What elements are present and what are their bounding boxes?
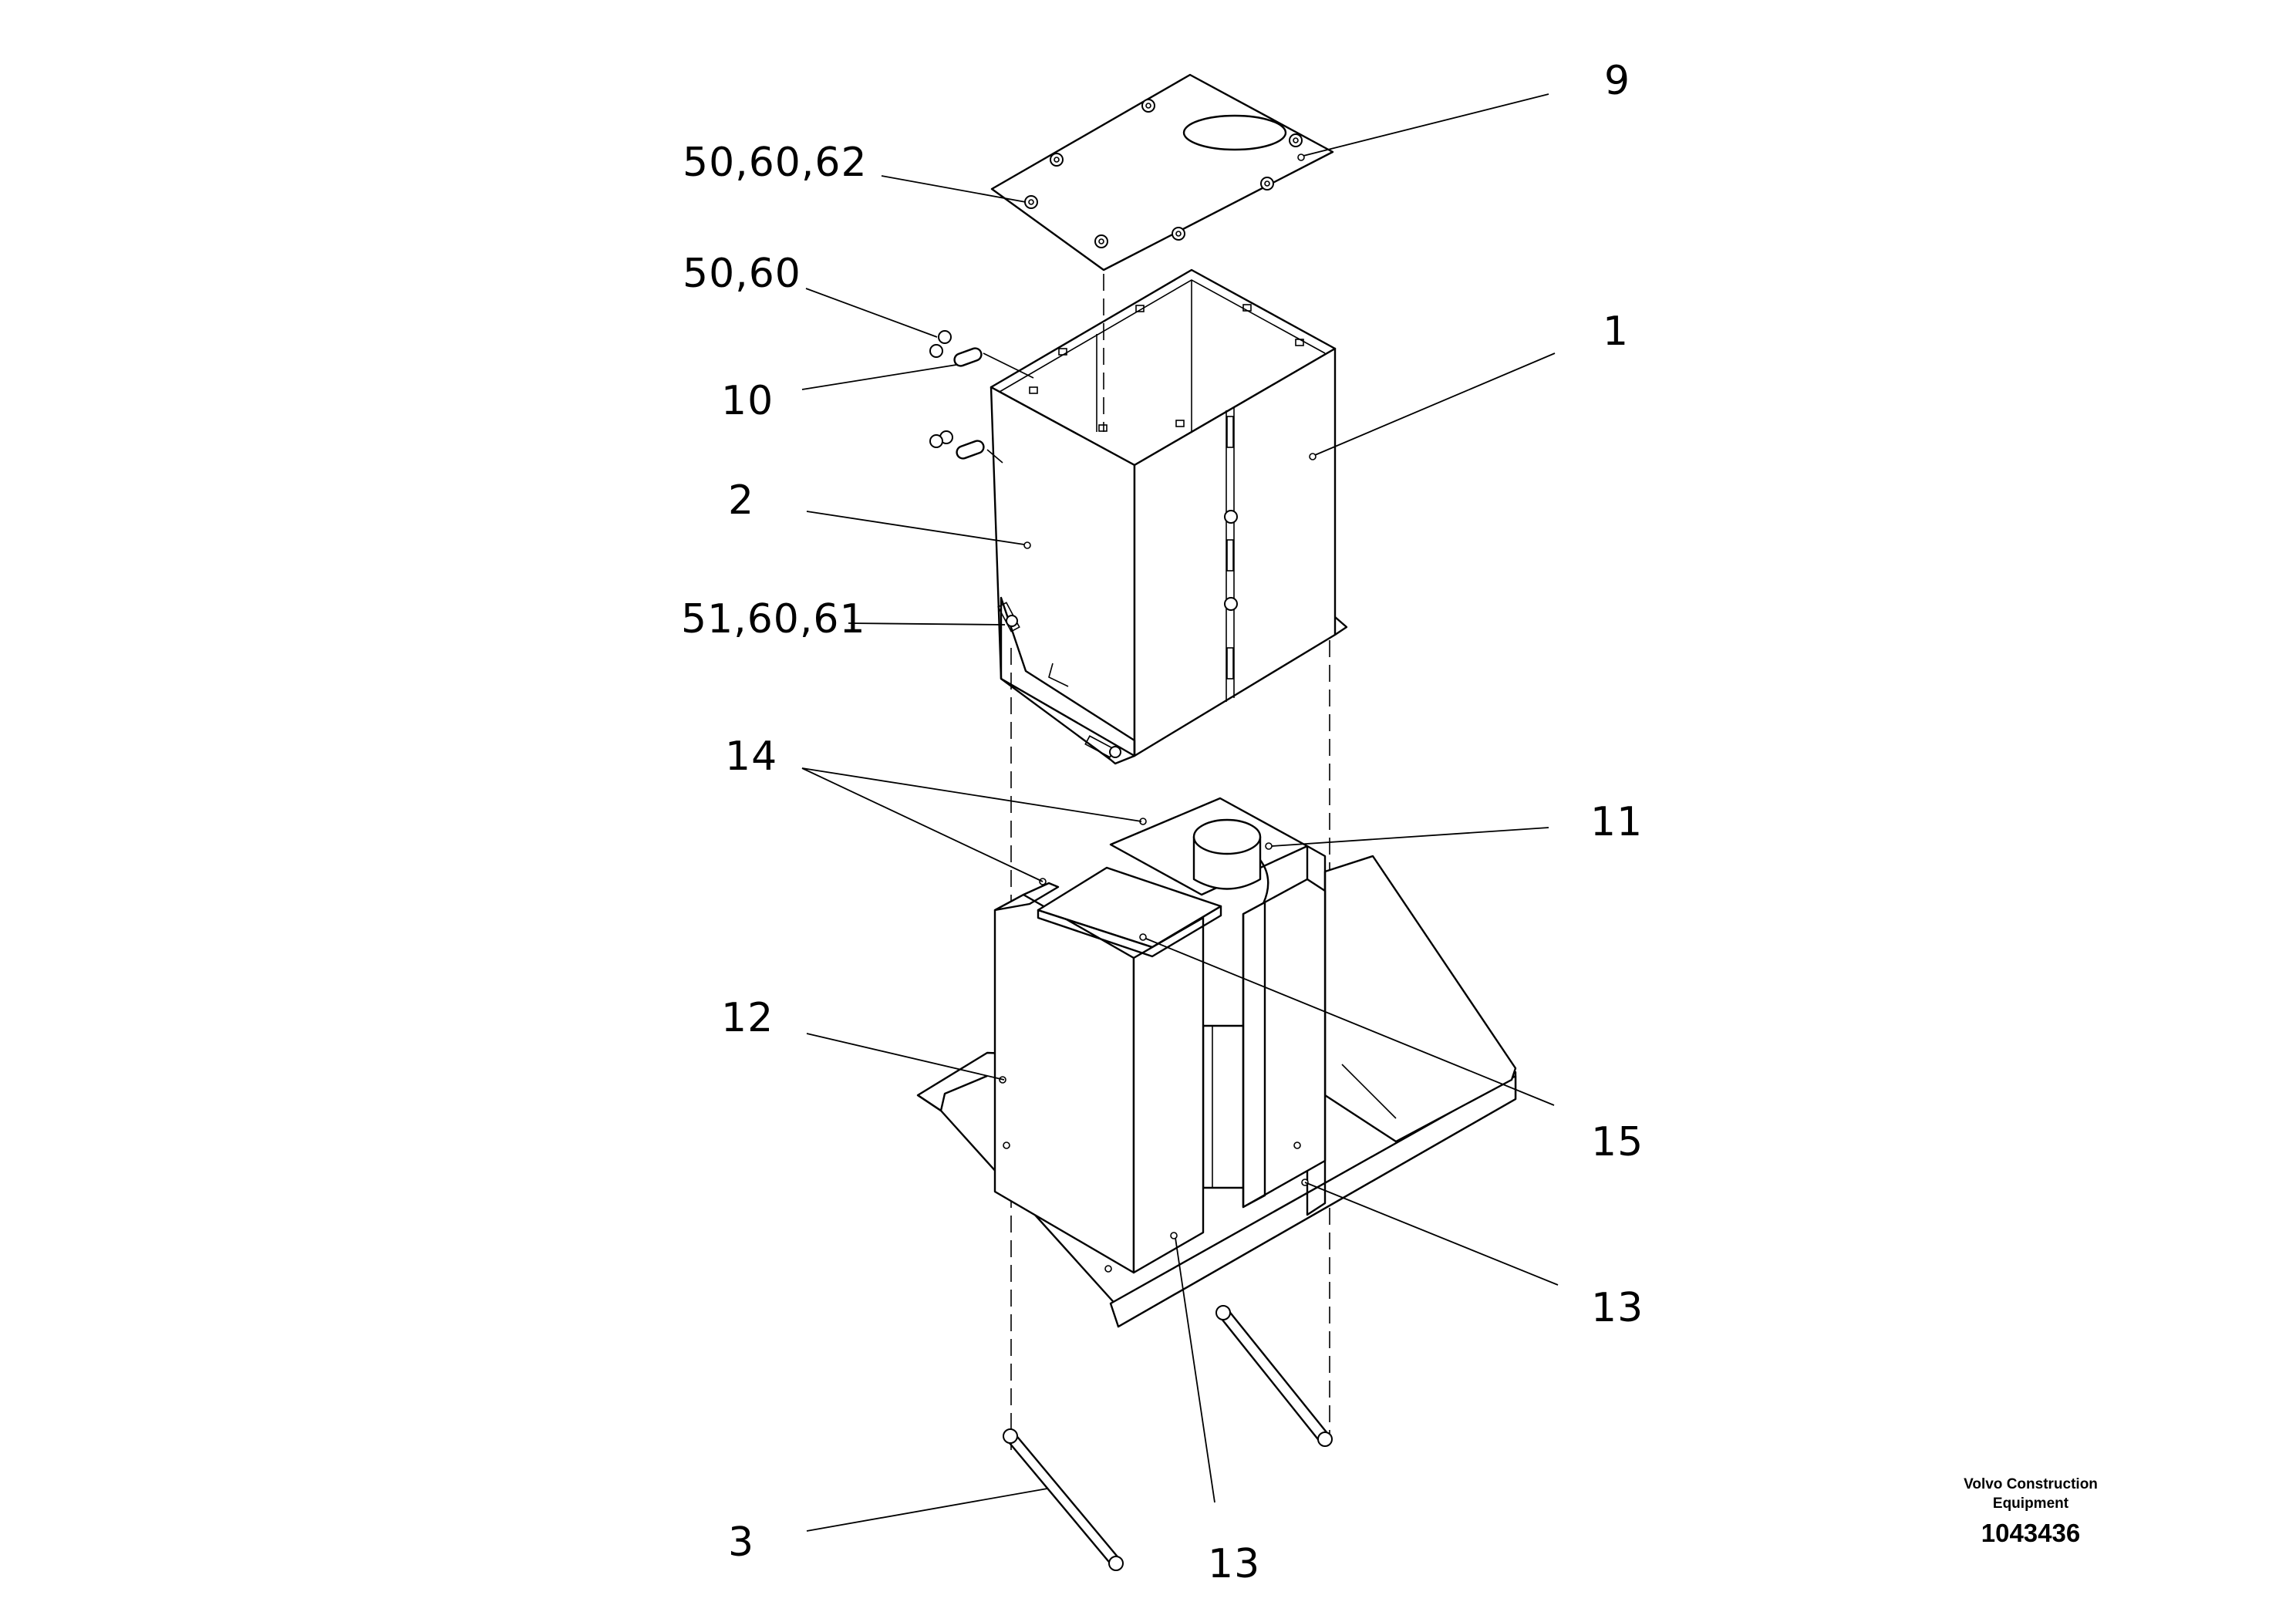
- label-part-50-60: 50,60: [683, 251, 801, 297]
- upper-housing: [990, 268, 1348, 765]
- label-part-11: 11: [1590, 799, 1643, 845]
- leader-lines: [801, 93, 1559, 1532]
- cover-plate-bolts: [1024, 99, 1303, 248]
- brand-name-line2: Equipment: [1993, 1496, 2069, 1512]
- label-part-51-60-61: 51,60,61: [681, 596, 866, 642]
- small-fasteners: [929, 330, 1034, 464]
- label-part-12: 12: [721, 995, 774, 1041]
- label-part-3: 3: [728, 1519, 754, 1566]
- label-part-13-bottom: 13: [1208, 1541, 1260, 1587]
- drawing-number: 1043436: [1981, 1519, 2080, 1547]
- brand-name-line1: Volvo Construction: [1964, 1476, 2098, 1492]
- cover-plate: [990, 73, 1334, 271]
- link-bar-left: [1003, 1428, 1124, 1571]
- label-part-13: 13: [1591, 1285, 1644, 1331]
- label-part-1: 1: [1603, 309, 1629, 355]
- label-part-2: 2: [728, 477, 754, 524]
- link-bars: [1003, 1305, 1333, 1571]
- label-part-9: 9: [1604, 58, 1630, 104]
- part-labels: 9 50,60,62 50,60 1 10 2 51,60,61 14 11 1…: [681, 58, 1644, 1587]
- brand-block: Volvo Construction Equipment 1043436: [1964, 1476, 2098, 1547]
- label-part-14: 14: [725, 733, 777, 780]
- label-part-10: 10: [721, 378, 774, 424]
- lower-assembly: [916, 797, 1517, 1328]
- label-part-50-60-62: 50,60,62: [683, 140, 868, 186]
- label-part-15: 15: [1591, 1119, 1644, 1165]
- link-bar-right: [1215, 1305, 1333, 1447]
